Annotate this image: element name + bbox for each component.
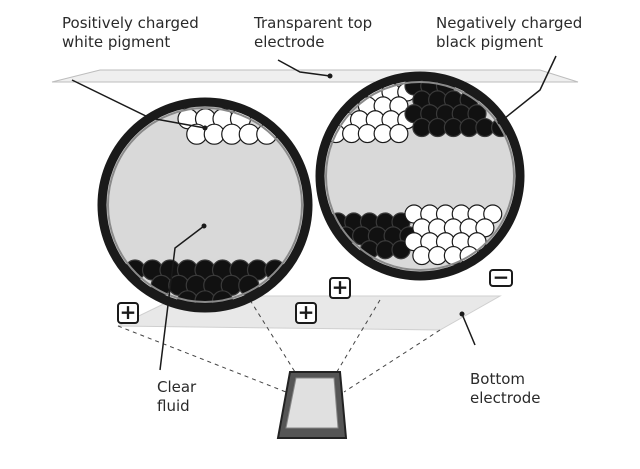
minus-icon: −	[489, 265, 513, 289]
leader-lines	[71, 55, 557, 371]
label-black-pigment: Negatively charged black pigment	[436, 14, 583, 51]
plus-sign: +	[120, 300, 137, 324]
left-capsule	[97, 97, 313, 313]
projection-lines	[117, 299, 441, 393]
plus-sign: +	[298, 300, 315, 324]
label-bottom-electrode: Bottom electrode	[470, 370, 541, 407]
plus-icon: +	[117, 300, 139, 324]
label-white-pigment: Positively charged white pigment	[62, 14, 199, 51]
right-capsule	[315, 71, 525, 281]
plus-icon: +	[329, 275, 351, 299]
label-top-electrode: Transparent top electrode	[254, 14, 373, 51]
top-electrode	[51, 69, 579, 83]
white-pigment-particle	[389, 123, 409, 144]
plus-sign: +	[332, 275, 349, 299]
plus-icon: +	[295, 300, 317, 324]
e-reader-device-icon	[276, 371, 348, 439]
label-clear-fluid: Clear fluid	[157, 378, 197, 415]
minus-sign: −	[493, 265, 510, 289]
